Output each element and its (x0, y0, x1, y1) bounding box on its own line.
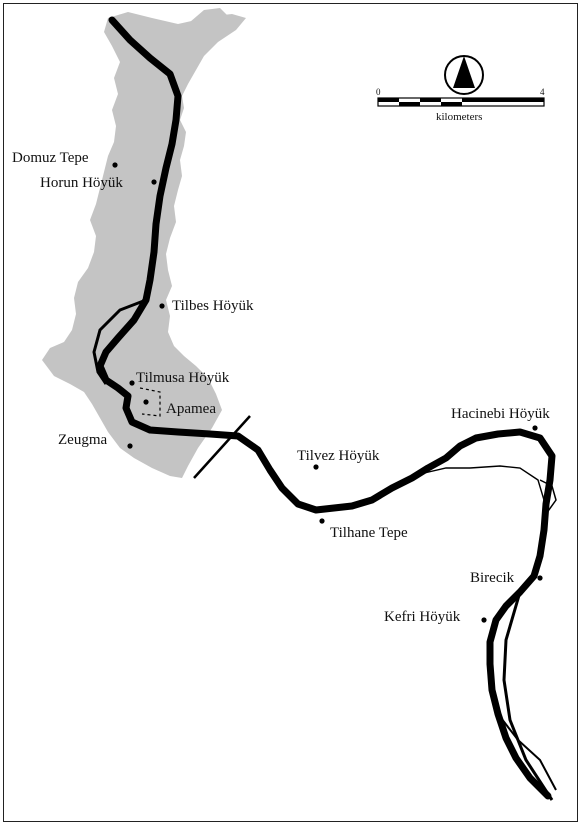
scale-start-label: 0 (376, 87, 381, 97)
site-label-kefri-hoyuk: Kefri Höyük (384, 609, 461, 625)
site-label-hacinebi-hoyuk: Hacinebi Höyük (451, 406, 550, 422)
reservoir-lobe (190, 8, 230, 38)
site-dot-birecik (537, 575, 543, 581)
site-dot-zeugma (127, 443, 133, 449)
site-dot-tilvez-hoyuk (313, 464, 319, 470)
site-label-horun-hoyuk: Horun Höyük (40, 175, 123, 191)
river-thin-channel (391, 467, 470, 489)
site-dot-horun-hoyuk (151, 179, 157, 185)
site-dot-tilmusa-hoyuk (129, 380, 135, 386)
site-label-domuz-tepe: Domuz Tepe (12, 150, 89, 166)
north-arrow-icon (444, 55, 484, 95)
river-braid (497, 713, 557, 791)
site-dot-kefri-hoyuk (481, 617, 487, 623)
river-braid (502, 591, 554, 801)
site-dot-apamea (143, 399, 149, 405)
site-label-tilhane-tepe: Tilhane Tepe (330, 525, 408, 541)
site-label-birecik: Birecik (470, 570, 515, 586)
site-label-tilbes-hoyuk: Tilbes Höyük (172, 298, 254, 314)
river-channel-west (92, 298, 147, 385)
river-braid (539, 479, 557, 515)
site-label-zeugma: Zeugma (58, 432, 107, 448)
site-dot-domuz-tepe (112, 162, 118, 168)
apamea-walls (139, 387, 161, 417)
scale-caption: kilometers (436, 111, 482, 123)
river-thin-channel (469, 465, 545, 501)
site-label-tilvez-hoyuk: Tilvez Höyük (297, 448, 380, 464)
euphrates-river (96, 16, 556, 800)
site-dot-tilbes-hoyuk (159, 303, 165, 309)
dam-line (193, 415, 251, 479)
scale-bar: 0 4 kilometers (376, 87, 545, 123)
site-label-apamea: Apamea (166, 401, 216, 417)
site-dot-tilhane-tepe (319, 518, 325, 524)
site-label-tilmusa-hoyuk: Tilmusa Höyük (136, 370, 230, 386)
scale-end-label: 4 (540, 87, 545, 97)
reservoir-area (42, 12, 246, 478)
site-dot-hacinebi-hoyuk (532, 425, 538, 431)
